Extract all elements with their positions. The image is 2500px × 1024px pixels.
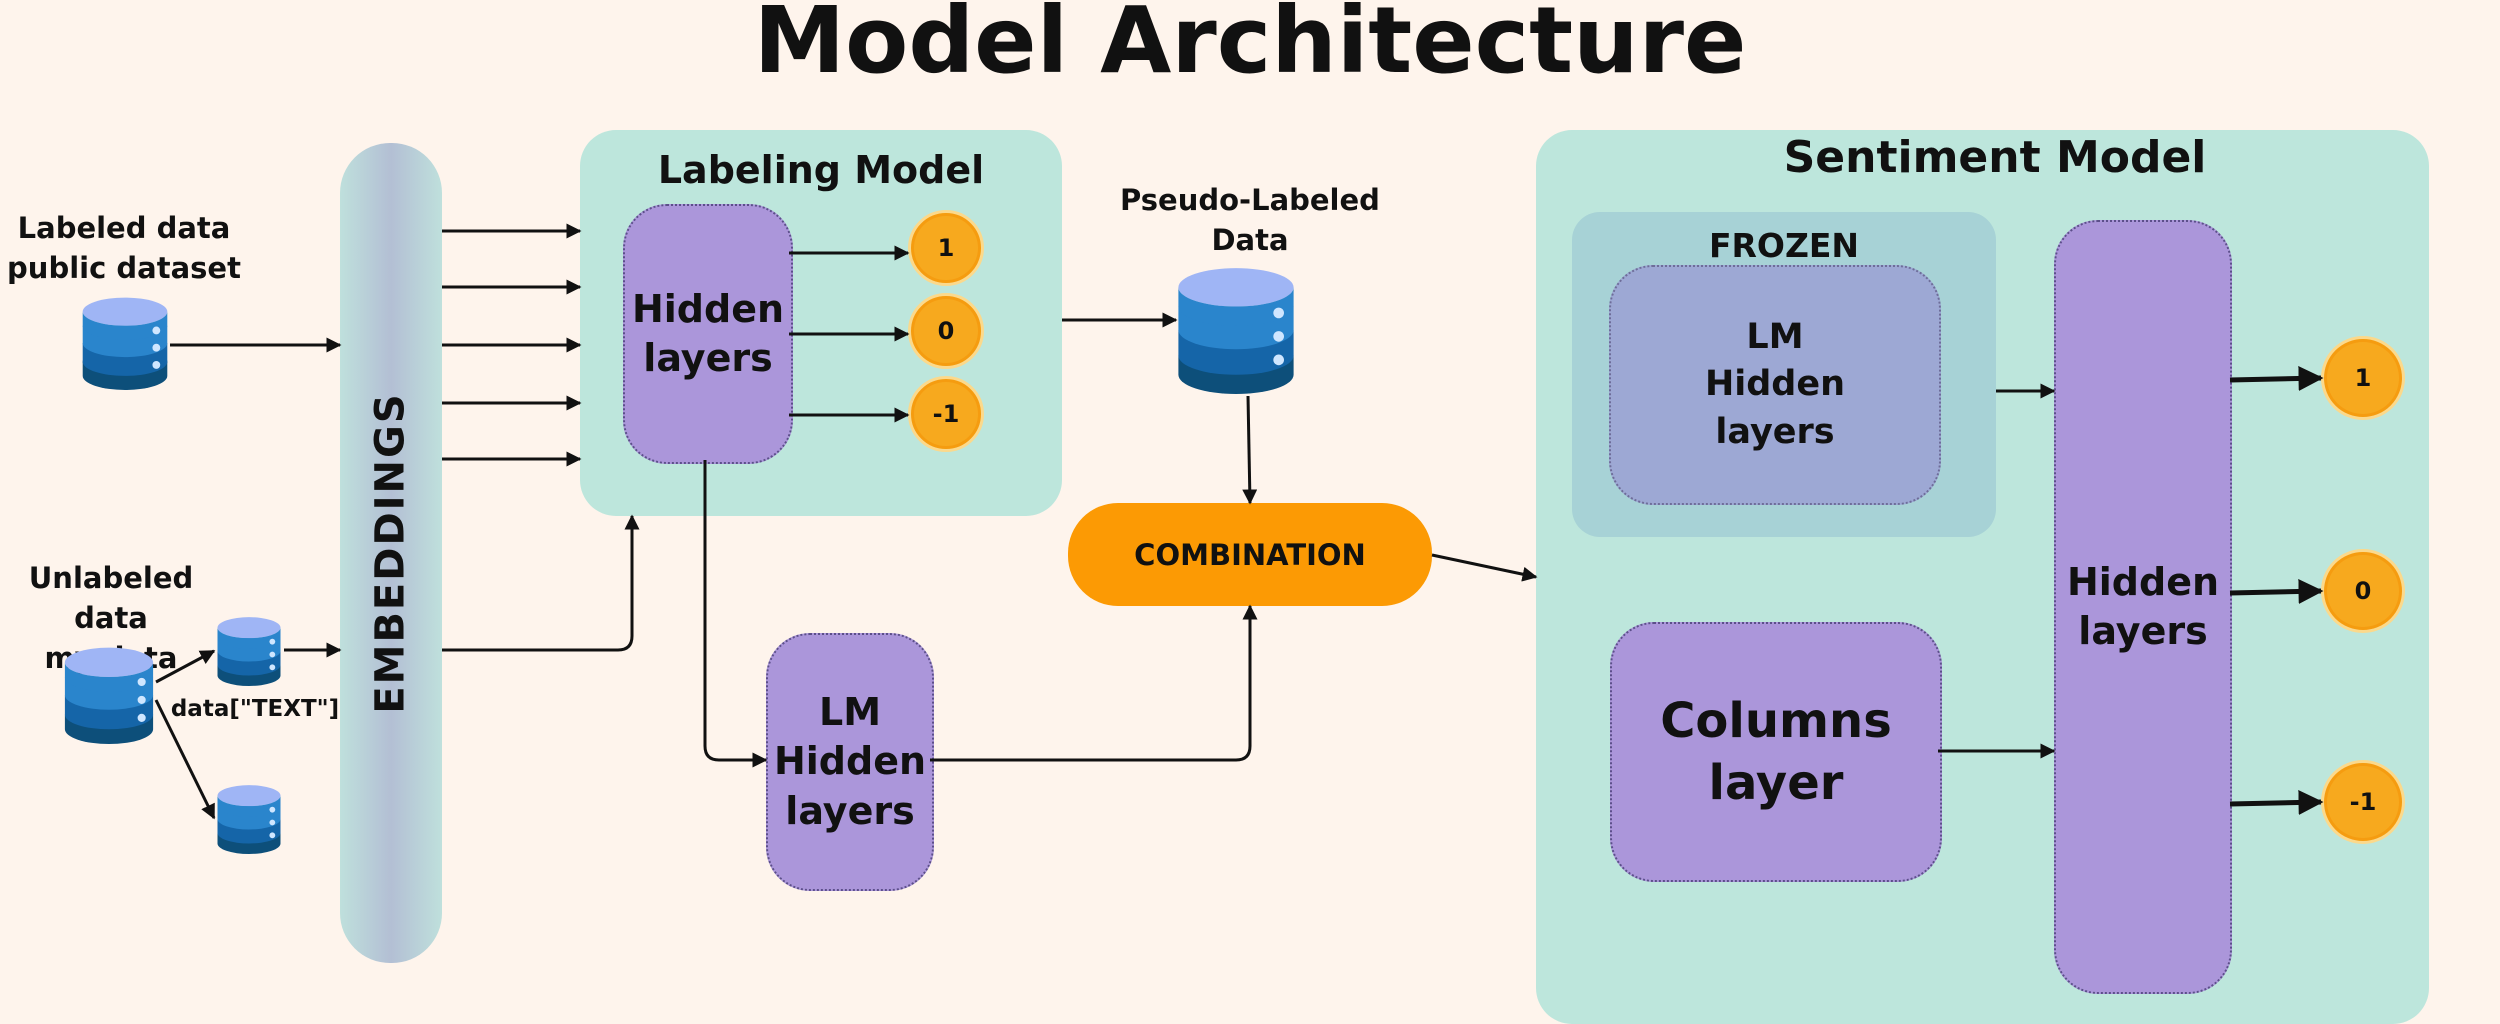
embeddings-bar: EMBEDDINGS	[340, 143, 442, 963]
lm-hidden-label: LM Hidden layers	[773, 689, 927, 833]
frozen-lm-hidden-label: LM Hidden layers	[1704, 317, 1846, 452]
columns-layer: Columns layer	[1610, 622, 1942, 882]
arrow-sentiment-to-neg1	[2229, 789, 2324, 815]
labeling-output-1: 1	[908, 210, 984, 286]
arrow-emb-up	[442, 514, 640, 652]
sentiment-hidden-layers: Hidden layers	[2054, 220, 2232, 994]
arrow-sentiment-to-0	[2229, 578, 2324, 604]
lm-hidden-layers: LM Hidden layers	[766, 633, 934, 891]
database-icon	[1178, 268, 1294, 394]
sentiment-model-title: Sentiment Model	[1783, 132, 2207, 183]
labeling-output-0: 0	[908, 293, 984, 369]
labeling-model-title: Labeling Model	[657, 148, 985, 192]
database-icon	[217, 785, 281, 854]
arrow-combination-to-sentiment	[1431, 553, 1538, 582]
arrow-lm-to-combination	[930, 604, 1258, 762]
labeled-data-label: Labeled data public dataset	[7, 211, 241, 286]
sentiment-output-1: 1	[2321, 336, 2405, 420]
labeling-hidden-label: Hidden layers	[631, 286, 785, 380]
combination-label: COMBINATION	[1134, 537, 1366, 572]
sentiment-hidden-label: Hidden layers	[2066, 559, 2220, 653]
labeling-output-neg1: -1	[908, 376, 984, 452]
frozen-lm-hidden-layers: LM Hidden layers	[1609, 265, 1941, 505]
arrow-hidden-to-lm	[703, 460, 768, 768]
frozen-label: FROZEN	[1708, 226, 1860, 265]
arrow-unlabeled-to-db-top	[155, 649, 216, 684]
columns-layer-label: Columns layer	[1660, 692, 1892, 811]
combination-box: COMBINATION	[1068, 503, 1432, 606]
data-text-label: data["TEXT"]	[170, 696, 340, 722]
arrow-pseudo-to-combination	[1242, 395, 1258, 505]
database-icon	[64, 647, 154, 744]
arrow-unlabeled-to-db-bottom	[154, 699, 216, 820]
database-icon	[82, 297, 168, 390]
arrow-sentiment-to-1	[2229, 365, 2324, 391]
pseudo-labeled-label: Pseudo-Labeled Data	[1120, 183, 1380, 258]
diagram-title: Model Architecture	[753, 0, 1747, 94]
database-icon	[217, 617, 281, 686]
